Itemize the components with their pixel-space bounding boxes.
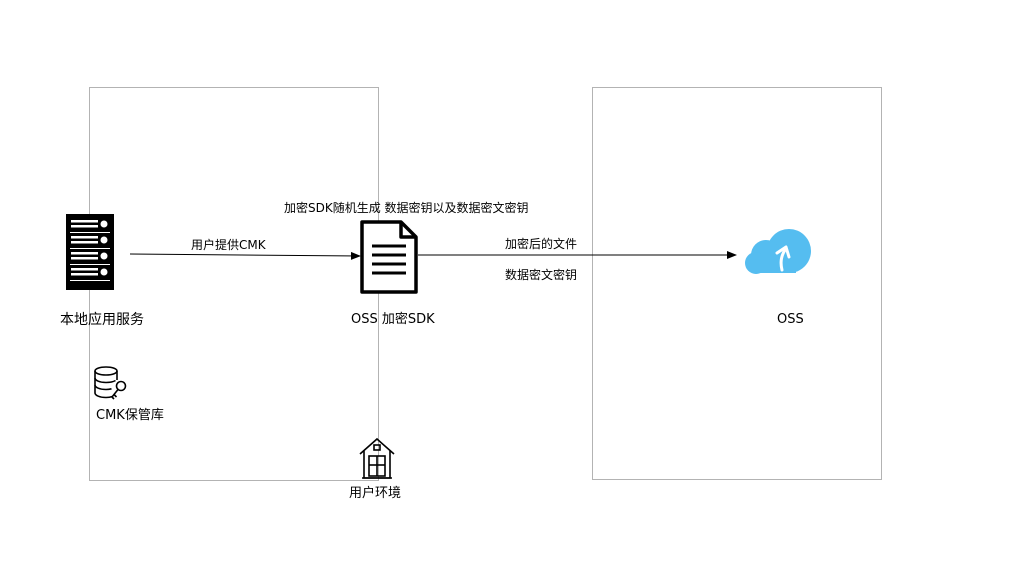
encryption-sdk-label: OSS 加密SDK (351, 312, 435, 327)
user-environment-label: 用户环境 (349, 486, 402, 501)
sdk-generate-label: 加密SDK随机生成 数据密钥以及数据密文密钥 (284, 201, 529, 215)
oss-label: OSS (777, 312, 804, 327)
cmk-vault-label: CMK保管库 (96, 408, 164, 423)
cloud-upload-icon (745, 229, 811, 274)
oss-container (592, 87, 882, 480)
user-cmk-label: 用户提供CMK (191, 238, 266, 252)
server-icon (66, 214, 114, 290)
house-icon (359, 437, 395, 479)
encrypted-file-label: 加密后的文件 (505, 237, 578, 251)
database-key-icon (94, 366, 127, 400)
local-service-label: 本地应用服务 (60, 312, 144, 328)
document-icon (360, 220, 418, 294)
ciphertext-key-label: 数据密文密钥 (505, 268, 578, 282)
